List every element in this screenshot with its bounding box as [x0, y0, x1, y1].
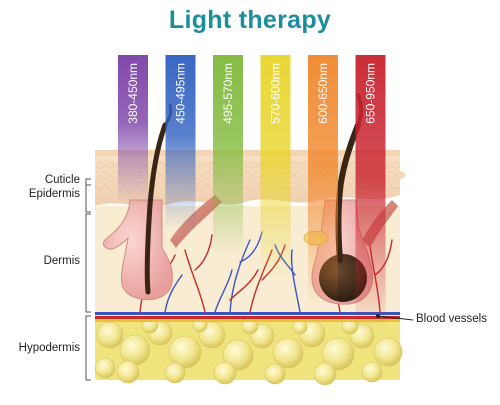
- wavelength-label: 650-950nm: [364, 63, 378, 124]
- fat-cell: [373, 337, 403, 367]
- epidermis-cell: [243, 171, 253, 179]
- epidermis-cell: [299, 161, 309, 169]
- light-beam-4: 570-600nm: [260, 55, 291, 280]
- epidermis-cell: [202, 171, 212, 179]
- epidermis-cell: [386, 171, 396, 179]
- epidermis-cell: [156, 161, 166, 169]
- label-dermis: Dermis: [43, 255, 80, 267]
- blood-vessels-callout-line: [377, 315, 414, 321]
- epidermis-cell: [345, 171, 355, 179]
- cuticle-layer: [95, 150, 400, 156]
- fat-cell: [164, 362, 186, 384]
- vessel-band-yellow: [95, 319, 400, 322]
- fat-cell: [313, 362, 337, 386]
- light-beam-2: 450-495nm: [165, 55, 196, 230]
- light-beam-bar: [165, 55, 196, 230]
- label-blood-vessels: Blood vessels: [416, 313, 487, 325]
- epidermis-cell: [248, 161, 258, 169]
- light-beam-bar: [260, 55, 291, 280]
- label-epidermis: Epidermis: [28, 188, 80, 200]
- epidermis-cell: [396, 171, 406, 179]
- vessel-band-red: [95, 316, 400, 319]
- fat-cell: [119, 334, 151, 366]
- epidermis-cell: [299, 181, 309, 189]
- epidermis-cell: [156, 181, 166, 189]
- wavelength-label: 380-450nm: [126, 63, 140, 124]
- light-beam-bar: [355, 55, 386, 330]
- fat-cell: [272, 337, 304, 369]
- vessel-band-blue: [95, 312, 400, 315]
- epidermis-cell: [391, 161, 401, 169]
- wavelength-label: 495-570nm: [221, 63, 235, 124]
- diagram-title: Light therapy: [168, 6, 332, 34]
- light-beam-5: 600-650nm: [308, 55, 338, 305]
- epidermis-cell: [105, 161, 115, 169]
- fat-cell: [213, 361, 237, 385]
- epidermis-cell: [294, 171, 304, 179]
- wavelength-label: 570-600nm: [269, 63, 283, 124]
- light-beam-6: 650-950nm: [355, 55, 386, 330]
- epidermis-cell: [105, 181, 115, 189]
- epidermis-cell: [95, 181, 105, 189]
- fat-cell: [321, 337, 355, 371]
- light-beams: 380-450nm 450-495nm 495-570nm 570-600nm 600-…: [118, 55, 386, 330]
- fat-cell: [96, 321, 124, 349]
- fat-cell: [292, 319, 308, 335]
- epidermis-cell: [391, 181, 401, 189]
- fat-cell: [116, 360, 140, 384]
- epidermis-cell: [289, 181, 299, 189]
- epidermis-cell: [289, 161, 299, 169]
- light-beam-bar: [213, 55, 243, 255]
- layer-brackets: [85, 178, 91, 381]
- fat-cell: [222, 339, 254, 371]
- epidermis-cell: [197, 161, 207, 169]
- light-beam-1: 380-450nm: [118, 55, 148, 205]
- epidermis-cell: [197, 181, 207, 189]
- fat-cell: [168, 335, 202, 369]
- wavelength-label: 600-650nm: [316, 63, 330, 124]
- fat-cell: [361, 361, 383, 383]
- light-beam-bar: [308, 55, 338, 305]
- fat-cell: [94, 357, 116, 379]
- epidermis-cell: [95, 161, 105, 169]
- fat-cell: [264, 363, 286, 385]
- epidermis-cell: [100, 171, 110, 179]
- wavelength-label: 450-495nm: [174, 63, 188, 124]
- epidermis-cell: [248, 181, 258, 189]
- label-cuticle: Cuticle: [44, 174, 80, 186]
- light-beam-3: 495-570nm: [213, 55, 243, 255]
- blood-vessels-callout-dot: [376, 314, 380, 318]
- label-hypodermis: Hypodermis: [18, 342, 80, 354]
- light-beam-bar: [118, 55, 148, 205]
